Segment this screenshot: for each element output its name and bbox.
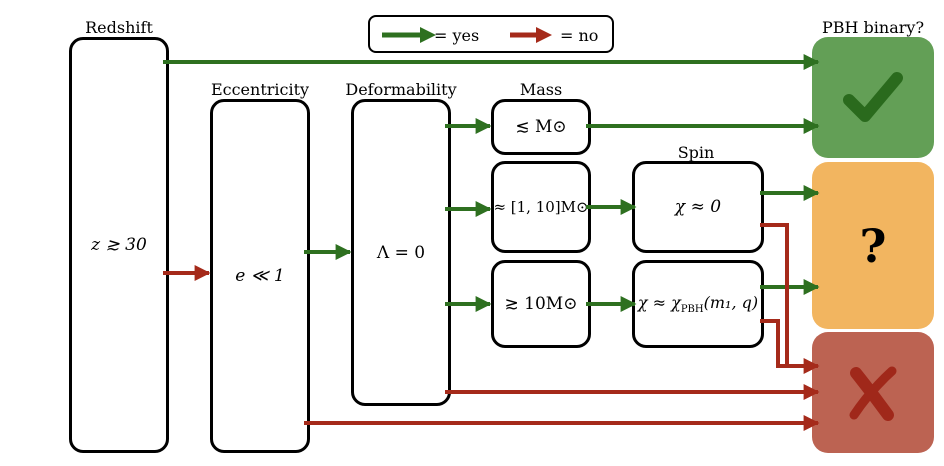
spin-pbh-subscript: PBH (680, 304, 704, 316)
legend-yes-arrow-icon (382, 27, 436, 43)
header-eccentricity: Eccentricity (210, 80, 310, 99)
redshift-condition: z ≳ 30 (91, 235, 147, 255)
spin-pbh-condition: χ ≈ χPBH(m₁, q) (638, 293, 758, 315)
arrow-spin-pbh-no (760, 319, 790, 368)
deformability-condition: Λ = 0 (376, 242, 426, 263)
mass-high-box: ≳ 10M⊙ (491, 260, 591, 348)
header-pbh-binary: PBH binary? (821, 18, 925, 37)
legend-no-arrow-icon (510, 27, 552, 43)
spin-zero-box: χ ≈ 0 (632, 161, 764, 253)
mass-mid-box: ≈ [1, 10]M⊙ (491, 161, 591, 253)
header-deformability: Deformability (345, 80, 457, 99)
deformability-box: Λ = 0 (351, 99, 451, 406)
mass-low-condition: ≲ M⊙ (515, 117, 567, 137)
mass-mid-condition: ≈ [1, 10]M⊙ (493, 198, 589, 216)
redshift-box: z ≳ 30 (69, 37, 169, 453)
eccentricity-condition: e ≪ 1 (235, 266, 285, 286)
spin-zero-condition: χ ≈ 0 (674, 197, 722, 217)
spin-pbh-main: χ ≈ χ (637, 292, 681, 312)
spin-pbh-args: (m₁, q) (703, 292, 759, 312)
question-mark: ? (859, 218, 887, 273)
outcome-yes-box (812, 37, 934, 158)
legend-yes-label: = yes (434, 26, 480, 45)
legend: = yes = no (368, 15, 614, 53)
arrow-spin-zero-no (760, 223, 820, 374)
outcome-maybe-box: ? (812, 162, 934, 329)
outcome-no-box (812, 332, 934, 453)
mass-low-box: ≲ M⊙ (491, 99, 591, 155)
mass-high-condition: ≳ 10M⊙ (504, 294, 578, 314)
check-mark-icon (843, 71, 903, 122)
legend-no-label: = no (560, 26, 599, 45)
cross-mark-icon (849, 366, 897, 421)
header-spin: Spin (677, 143, 715, 162)
spin-pbh-box: χ ≈ χPBH(m₁, q) (632, 260, 764, 348)
eccentricity-box: e ≪ 1 (210, 99, 310, 453)
header-redshift: Redshift (85, 18, 153, 37)
header-mass: Mass (519, 80, 563, 99)
